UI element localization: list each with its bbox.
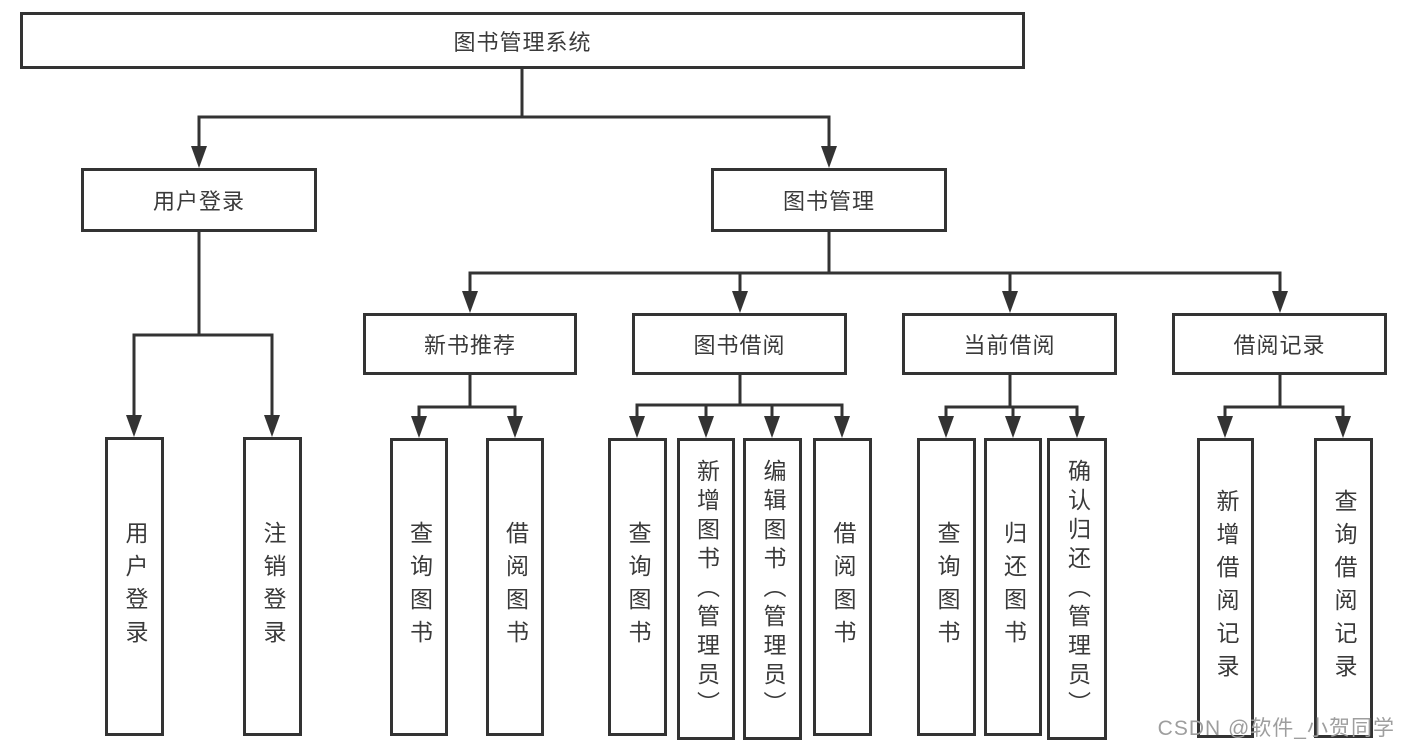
leaf-newbook-borrow-books: 借阅图书 <box>486 438 544 736</box>
leaf-logout-login-label: 注销登录 <box>260 520 286 653</box>
leaf-user-login-label: 用户登录 <box>122 520 148 653</box>
leaf-borrow-add-books-admin-label: 新增图书（管理员） <box>693 458 720 720</box>
leaf-current-return-books: 归还图书 <box>984 438 1042 736</box>
leaf-newbook-query-books: 查询图书 <box>390 438 448 736</box>
node-new-book-recommend: 新书推荐 <box>363 313 577 375</box>
leaf-borrow-add-books-admin: 新增图书（管理员） <box>677 438 735 740</box>
leaf-records-query-record: 查询借阅记录 <box>1314 438 1373 738</box>
node-library-system: 图书管理系统 <box>20 12 1025 69</box>
leaf-borrow-query-books-label: 查询图书 <box>625 521 651 653</box>
node-current-borrow: 当前借阅 <box>902 313 1117 375</box>
node-book-borrow: 图书借阅 <box>632 313 847 375</box>
node-borrow-records: 借阅记录 <box>1172 313 1387 375</box>
arrowheads <box>126 146 1351 438</box>
leaf-borrow-edit-books-admin-label: 编辑图书（管理员） <box>760 458 786 720</box>
leaf-records-query-record-label: 查询借阅记录 <box>1331 489 1357 687</box>
leaf-records-add-record-label: 新增借阅记录 <box>1213 489 1239 687</box>
leaf-borrow-borrow-books: 借阅图书 <box>813 438 872 736</box>
leaf-current-return-books-label: 归还图书 <box>1000 521 1027 653</box>
leaf-current-confirm-return-admin: 确认归还（管理员） <box>1047 438 1107 740</box>
leaf-current-confirm-return-admin-label: 确认归还（管理员） <box>1064 458 1091 720</box>
leaf-newbook-query-books-label: 查询图书 <box>406 521 433 653</box>
leaf-newbook-borrow-books-label: 借阅图书 <box>502 521 529 653</box>
csdn-watermark: CSDN @软件_小贺同学 <box>1157 717 1395 740</box>
leaf-borrow-borrow-books-label: 借阅图书 <box>830 521 856 653</box>
leaf-borrow-query-books: 查询图书 <box>608 438 667 736</box>
leaf-logout-login: 注销登录 <box>243 437 302 736</box>
leaf-borrow-edit-books-admin: 编辑图书（管理员） <box>743 438 802 740</box>
leaf-current-query-books: 查询图书 <box>917 438 976 736</box>
node-book-management: 图书管理 <box>711 168 947 232</box>
leaf-user-login: 用户登录 <box>105 437 164 736</box>
node-user-login: 用户登录 <box>81 168 317 232</box>
leaf-current-query-books-label: 查询图书 <box>934 521 960 653</box>
leaf-records-add-record: 新增借阅记录 <box>1197 438 1254 738</box>
